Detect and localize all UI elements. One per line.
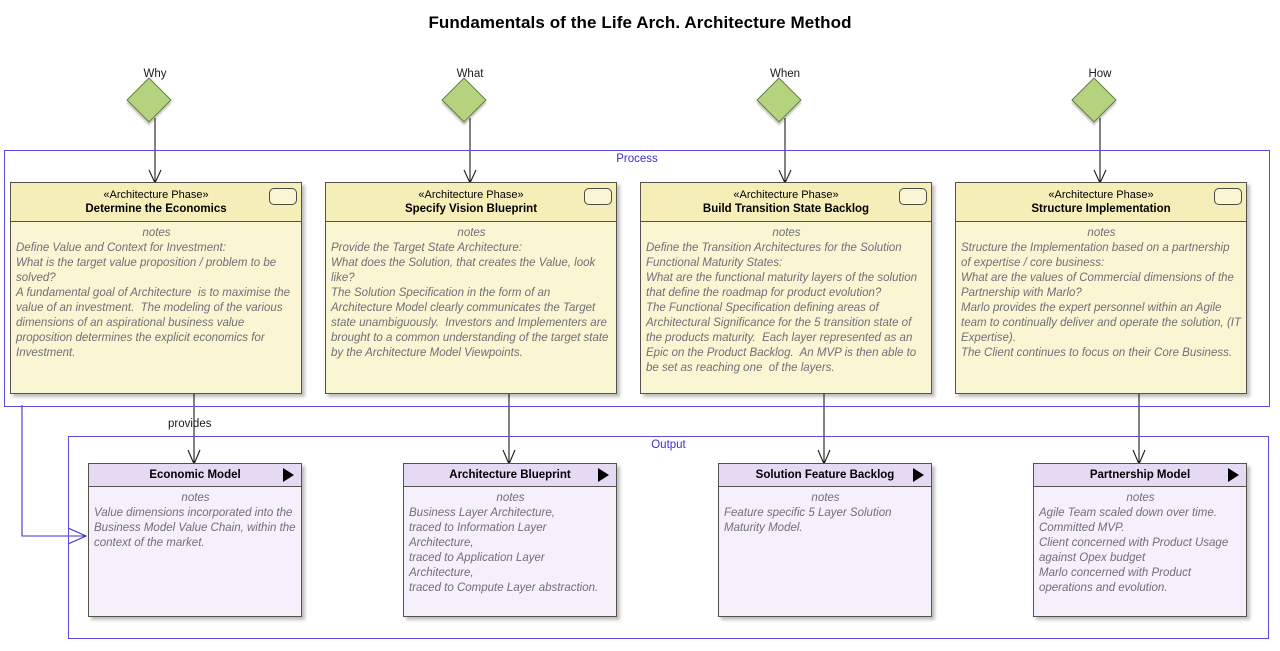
node-stereotype: «Architecture Phase» xyxy=(733,189,839,201)
node-header: «Architecture Phase» Specify Vision Blue… xyxy=(326,183,616,222)
play-triangle-icon xyxy=(913,468,924,482)
boundary-output[interactable]: Output xyxy=(68,436,1269,639)
phase-node-specify-vision-blueprint[interactable]: «Architecture Phase» Specify Vision Blue… xyxy=(325,182,617,394)
notes-caption: notes xyxy=(772,227,801,239)
node-body: notes Value dimensions incorporated into… xyxy=(89,487,301,616)
notes-text: Define the Transition Architectures for … xyxy=(646,242,918,374)
notes-caption: notes xyxy=(1126,492,1155,504)
node-body: notes Provide the Target State Architect… xyxy=(326,222,616,393)
play-triangle-icon xyxy=(598,468,609,482)
node-name: Partnership Model xyxy=(1089,469,1191,481)
node-body: notes Business Layer Architecture, trace… xyxy=(404,487,616,616)
output-node-solution-feature-backlog[interactable]: Solution Feature Backlog notes Feature s… xyxy=(718,463,932,617)
notes-text: Feature specific 5 Layer Solution Maturi… xyxy=(724,507,895,534)
node-header: «Architecture Phase» Build Transition St… xyxy=(641,183,931,222)
page-title: Fundamentals of the Life Arch. Architect… xyxy=(428,13,852,32)
node-name: Specify Vision Blueprint xyxy=(404,203,538,215)
process-rounded-rect-icon xyxy=(899,188,927,205)
output-node-partnership-model[interactable]: Partnership Model notes Agile Team scale… xyxy=(1033,463,1247,617)
node-header: Architecture Blueprint xyxy=(404,464,616,487)
edge-label-provides: provides xyxy=(168,418,212,430)
phase-node-determine-the-economics[interactable]: «Architecture Phase» Determine the Econo… xyxy=(10,182,302,394)
process-rounded-rect-icon xyxy=(1214,188,1242,205)
node-name: Economic Model xyxy=(149,469,241,481)
driver-label: Why xyxy=(143,68,167,80)
process-rounded-rect-icon xyxy=(269,188,297,205)
node-header: Economic Model xyxy=(89,464,301,487)
notes-caption: notes xyxy=(181,492,210,504)
node-body: notes Define the Transition Architecture… xyxy=(641,222,931,393)
node-header: «Architecture Phase» Determine the Econo… xyxy=(11,183,301,222)
node-stereotype: «Architecture Phase» xyxy=(103,189,209,201)
connector-process-to-economic-model xyxy=(21,405,85,537)
driver-label: What xyxy=(456,68,484,80)
notes-text: Business Layer Architecture, traced to I… xyxy=(409,507,599,594)
node-name: Build Transition State Backlog xyxy=(702,203,870,215)
node-header: Partnership Model xyxy=(1034,464,1246,487)
notes-caption: notes xyxy=(1087,227,1116,239)
arrowhead-process-to-economic-model xyxy=(67,527,88,545)
phase-node-structure-implementation[interactable]: «Architecture Phase» Structure Implement… xyxy=(955,182,1247,394)
node-body: notes Agile Team scaled down over time. … xyxy=(1034,487,1246,616)
node-name: Architecture Blueprint xyxy=(449,469,571,481)
node-body: notes Define Value and Context for Inves… xyxy=(11,222,301,393)
node-name: Structure Implementation xyxy=(1031,203,1171,215)
notes-text: Provide the Target State Architecture: W… xyxy=(331,242,609,359)
process-rounded-rect-icon xyxy=(584,188,612,205)
driver-label: How xyxy=(1088,68,1112,80)
notes-caption: notes xyxy=(811,492,840,504)
driver-label: When xyxy=(769,68,801,80)
notes-text: Structure the Implementation based on a … xyxy=(961,242,1241,359)
notes-text: Define Value and Context for Investment:… xyxy=(16,242,291,359)
notes-text: Agile Team scaled down over time. Commit… xyxy=(1039,507,1229,594)
phase-node-build-transition-state-backlog[interactable]: «Architecture Phase» Build Transition St… xyxy=(640,182,932,394)
node-header: Solution Feature Backlog xyxy=(719,464,931,487)
boundary-label-process: Process xyxy=(616,153,658,165)
node-stereotype: «Architecture Phase» xyxy=(1048,189,1154,201)
play-triangle-icon xyxy=(283,468,294,482)
node-stereotype: «Architecture Phase» xyxy=(418,189,524,201)
notes-caption: notes xyxy=(142,227,171,239)
notes-caption: notes xyxy=(457,227,486,239)
play-triangle-icon xyxy=(1228,468,1239,482)
node-body: notes Structure the Implementation based… xyxy=(956,222,1246,393)
node-header: «Architecture Phase» Structure Implement… xyxy=(956,183,1246,222)
boundary-label-output: Output xyxy=(651,439,686,451)
node-name: Determine the Economics xyxy=(85,203,227,215)
output-node-architecture-blueprint[interactable]: Architecture Blueprint notes Business La… xyxy=(403,463,617,617)
node-body: notes Feature specific 5 Layer Solution … xyxy=(719,487,931,616)
output-node-economic-model[interactable]: Economic Model notes Value dimensions in… xyxy=(88,463,302,617)
notes-caption: notes xyxy=(496,492,525,504)
boundary-process[interactable]: Process xyxy=(4,150,1270,407)
notes-text: Value dimensions incorporated into the B… xyxy=(94,507,299,549)
node-name: Solution Feature Backlog xyxy=(755,469,895,481)
